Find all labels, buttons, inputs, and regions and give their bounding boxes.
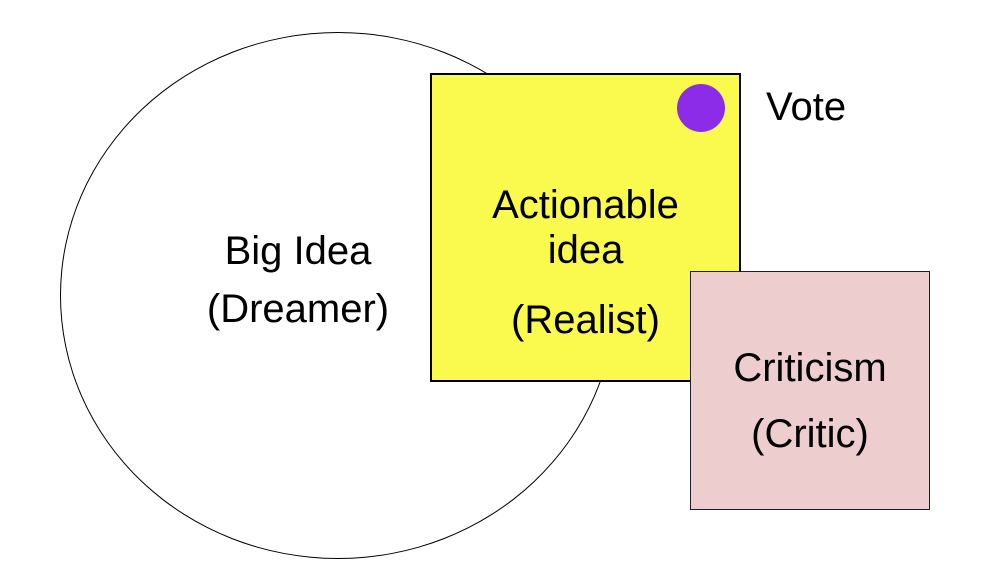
critic-label-line2: (Critic) [751, 412, 869, 456]
vote-label: Vote [766, 85, 847, 129]
dreamer-label-line1: Big Idea [224, 229, 372, 273]
critic-note-shape: Criticism (Critic) [690, 271, 930, 510]
realist-label: Actionable idea (Realist) [432, 183, 739, 343]
dreamer-label-line2: (Dreamer) [206, 287, 390, 331]
dreamer-label: Big Idea (Dreamer) [148, 222, 448, 338]
critic-label-line1: Criticism [733, 346, 887, 390]
realist-label-line2: idea [547, 228, 624, 272]
critic-label: Criticism (Critic) [691, 346, 929, 457]
realist-label-line3: (Realist) [511, 298, 660, 342]
realist-label-line1: Actionable [492, 183, 679, 227]
vote-dot-icon [677, 84, 725, 132]
